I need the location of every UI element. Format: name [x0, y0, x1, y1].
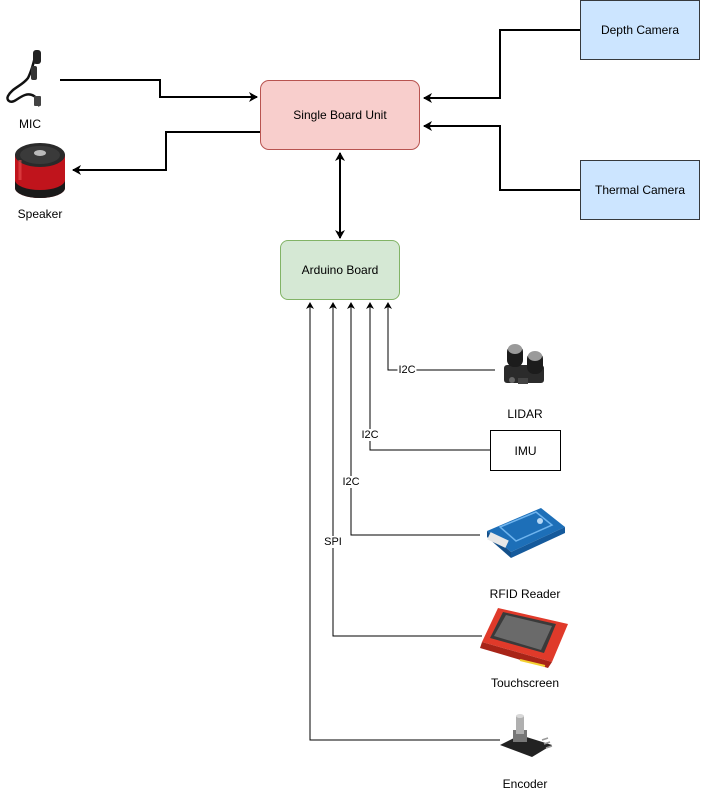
node-depth-camera-label: Depth Camera [600, 23, 680, 37]
edge-rfid-to-arduino [347, 302, 480, 536]
edge-label-lidar-i2c: I2C [397, 364, 417, 376]
edge-imu-to-arduino [366, 302, 490, 451]
node-arduino-board: Arduino Board [280, 240, 400, 300]
edge-mic-to-sbu [60, 79, 258, 102]
encoder-label: Encoder [502, 777, 548, 791]
edge-label-touchscreen-spi: SPI [323, 536, 343, 548]
node-depth-camera: Depth Camera [580, 0, 700, 60]
lidar-icon [504, 344, 544, 384]
mic-label: MIC [19, 117, 41, 131]
node-imu: IMU [490, 430, 561, 471]
node-single-board-unit-label: Single Board Unit [293, 108, 387, 122]
node-arduino-board-label: Arduino Board [301, 263, 379, 277]
rfid-reader-label: RFID Reader [489, 587, 561, 601]
edge-label-rfid-i2c: I2C [341, 476, 361, 488]
touchscreen-label: Touchscreen [490, 676, 560, 690]
speaker-label: Speaker [17, 207, 63, 221]
edge-touchscreen-to-arduino [329, 302, 482, 637]
node-thermal-camera-label: Thermal Camera [594, 183, 686, 197]
node-thermal-camera: Thermal Camera [580, 160, 700, 220]
edge-lidar-to-arduino [384, 302, 495, 371]
edge-depth-camera-to-sbu [423, 29, 580, 103]
encoder-icon [500, 714, 553, 757]
node-imu-label: IMU [514, 443, 537, 458]
speaker-icon [15, 143, 65, 198]
mic-icon [6, 50, 41, 107]
touchscreen-icon [480, 608, 568, 668]
lidar-label: LIDAR [507, 407, 543, 421]
node-single-board-unit: Single Board Unit [260, 80, 420, 150]
edge-thermal-camera-to-sbu [423, 121, 580, 191]
edge-encoder-to-arduino [306, 302, 500, 741]
edge-label-imu-i2c: I2C [360, 429, 380, 441]
rfid-reader-icon [487, 508, 565, 558]
edge-sbu-to-speaker [72, 131, 260, 175]
